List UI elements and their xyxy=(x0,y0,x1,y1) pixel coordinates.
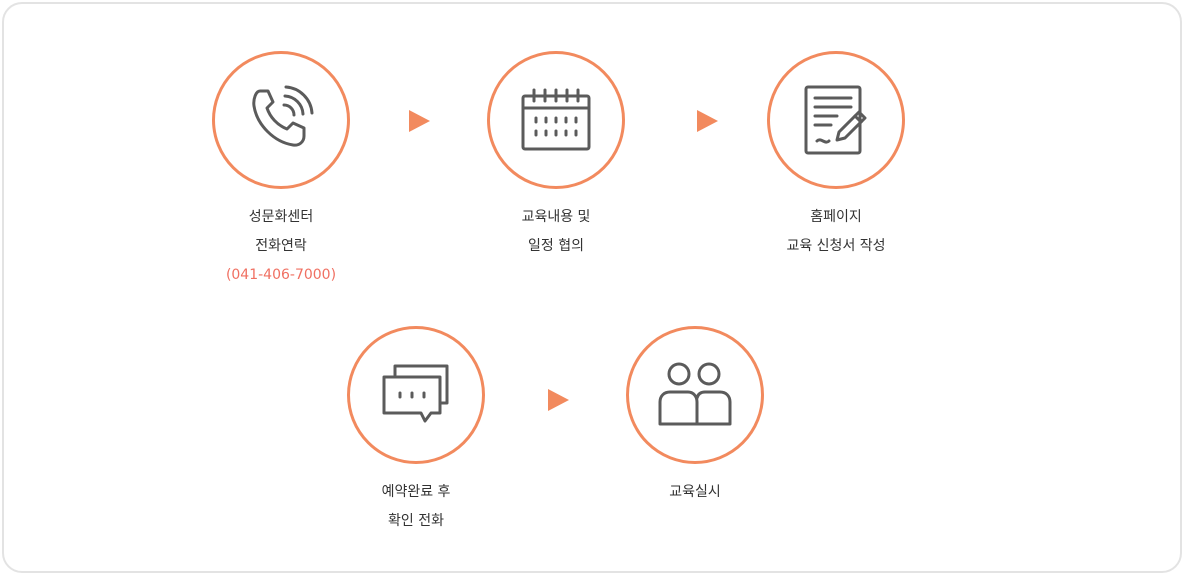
document-write-icon xyxy=(804,85,867,155)
arrow-right-icon xyxy=(548,389,569,411)
step-label-line: 홈페이지 xyxy=(810,209,862,225)
step-circle xyxy=(767,51,905,189)
people-icon xyxy=(658,362,732,426)
step-label-line: 일정 협의 xyxy=(528,238,584,254)
step-label-line: 확인 전화 xyxy=(388,513,444,529)
step-label-line: 전화연락 xyxy=(255,238,307,254)
arrow-right-icon xyxy=(697,110,718,132)
step-label-line: 교육 신청서 작성 xyxy=(786,238,886,254)
chat-bubbles-icon xyxy=(382,364,449,423)
step-label: 예약완료 후 확인 전화 xyxy=(306,478,526,536)
step-circle xyxy=(212,51,350,189)
phone-number[interactable]: (041-406-7000) xyxy=(225,267,337,283)
step-label-line: 교육내용 및 xyxy=(521,209,591,225)
step-phone-contact: 성문화센터 전화연락 (041-406-7000) xyxy=(171,51,391,290)
step-online-application: 홈페이지 교육 신청서 작성 xyxy=(726,51,946,261)
step-education: 교육실시 xyxy=(585,326,805,507)
step-circle xyxy=(487,51,625,189)
phone-call-icon xyxy=(252,85,314,147)
step-label: 교육실시 xyxy=(585,478,805,507)
step-circle xyxy=(626,326,764,464)
step-label: 성문화센터 전화연락 (041-406-7000) xyxy=(171,203,391,290)
step-circle xyxy=(347,326,485,464)
step-schedule: 교육내용 및 일정 협의 xyxy=(446,51,666,261)
step-label-line: 교육실시 xyxy=(669,484,721,500)
step-confirmation-call: 예약완료 후 확인 전화 xyxy=(306,326,526,536)
step-label-line: 예약완료 후 xyxy=(381,484,451,500)
step-label-line: 성문화센터 xyxy=(248,209,314,225)
calendar-icon xyxy=(521,88,591,151)
step-label: 홈페이지 교육 신청서 작성 xyxy=(726,203,946,261)
arrow-right-icon xyxy=(409,110,430,132)
step-label: 교육내용 및 일정 협의 xyxy=(446,203,666,261)
